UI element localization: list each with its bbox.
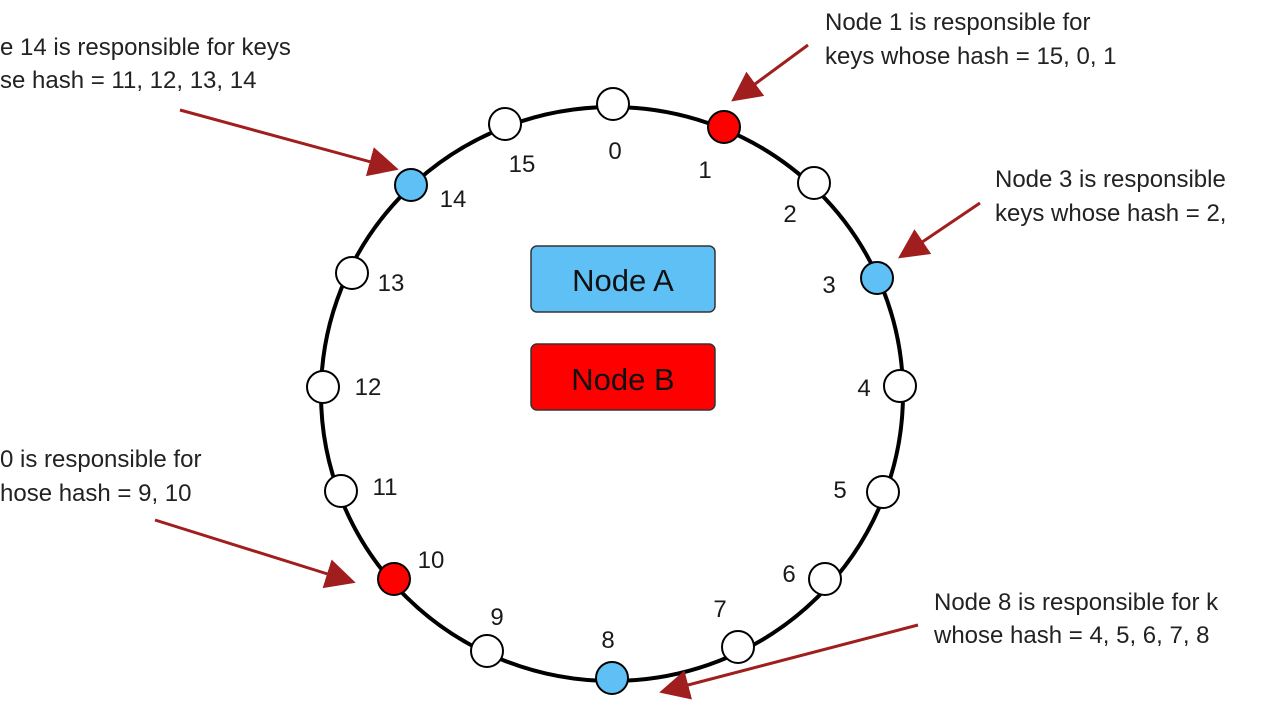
arrow-node1	[731, 43, 809, 102]
annotation-node1-line2: keys whose hash = 15, 0, 1	[825, 43, 1117, 70]
legend-node-a-label: Node A	[572, 263, 674, 298]
ring-position-label-1: 1	[698, 157, 711, 184]
ring-position-label-6: 6	[782, 561, 795, 588]
arrow-node10	[154, 518, 356, 589]
annotation-node10-line1: 0 is responsible for	[0, 446, 201, 473]
annotation-node10-line2: hose hash = 9, 10	[0, 480, 191, 507]
legend-node-a-box	[530, 245, 716, 313]
ring-slot-8-node-a	[595, 661, 629, 695]
annotation-node1: Node 1 is responsible for keys whose has…	[825, 9, 1117, 70]
ring-position-label-2: 2	[783, 201, 796, 228]
legend-node-a: Node A	[530, 245, 716, 313]
ring-position-label-7: 7	[713, 596, 726, 623]
ring-position-label-13: 13	[378, 270, 405, 297]
ring-slot-5-empty	[866, 475, 900, 509]
ring-position-label-15: 15	[509, 151, 536, 178]
annotation-node10: 0 is responsible for hose hash = 9, 10	[0, 446, 201, 507]
ring-slot-0-empty	[596, 87, 630, 121]
ring-slot-10-node-b	[377, 562, 411, 596]
ring-position-label-11: 11	[373, 474, 398, 501]
legend-node-b: Node B	[530, 343, 716, 411]
ring-slot-11-empty	[324, 474, 358, 508]
annotation-node3-line2: keys whose hash = 2,	[995, 200, 1226, 227]
legend-node-b-label: Node B	[571, 362, 674, 397]
ring-slot-9-empty	[470, 634, 504, 668]
ring-position-label-4: 4	[857, 375, 870, 402]
annotation-node14: e 14 is responsible for keys se hash = 1…	[0, 34, 291, 94]
annotation-node3-line1: Node 3 is responsible	[995, 166, 1226, 193]
ring-slot-6-empty	[808, 562, 842, 596]
ring-slot-2-empty	[797, 166, 831, 200]
ring-position-label-5: 5	[833, 477, 846, 504]
annotation-node8-line2: whose hash = 4, 5, 6, 7, 8	[933, 622, 1210, 649]
ring-position-label-9: 9	[490, 604, 503, 631]
arrow-node8	[659, 623, 919, 700]
ring-slot-12-empty	[306, 370, 340, 404]
ring-position-label-8: 8	[601, 627, 614, 654]
arrow-node14	[179, 108, 399, 177]
annotation-node14-line2: se hash = 11, 12, 13, 14	[0, 67, 256, 94]
ring-slot-13-empty	[335, 256, 369, 290]
arrow-node3	[898, 201, 981, 259]
ring-slot-7-empty	[721, 630, 755, 664]
ring-slot-1-node-b	[707, 110, 741, 144]
ring-slot-15-empty	[488, 107, 522, 141]
ring-position-label-3: 3	[822, 272, 835, 299]
annotation-node3: Node 3 is responsible keys whose hash = …	[995, 166, 1226, 227]
ring-position-label-10: 10	[418, 547, 445, 574]
ring-slot-3-node-a	[860, 261, 894, 295]
annotation-node14-line1: e 14 is responsible for keys	[0, 34, 291, 61]
ring-slot-4-empty	[883, 369, 917, 403]
legend-node-b-box	[530, 343, 716, 411]
ring-position-label-12: 12	[355, 374, 382, 401]
annotation-node8-line1: Node 8 is responsible for k	[934, 589, 1219, 616]
annotation-node8: Node 8 is responsible for k whose hash =…	[933, 589, 1219, 649]
ring-slot-14-node-a	[394, 168, 428, 202]
ring-position-label-14: 14	[440, 186, 467, 213]
annotation-node1-line1: Node 1 is responsible for	[825, 9, 1090, 36]
ring-position-label-0: 0	[608, 138, 621, 165]
